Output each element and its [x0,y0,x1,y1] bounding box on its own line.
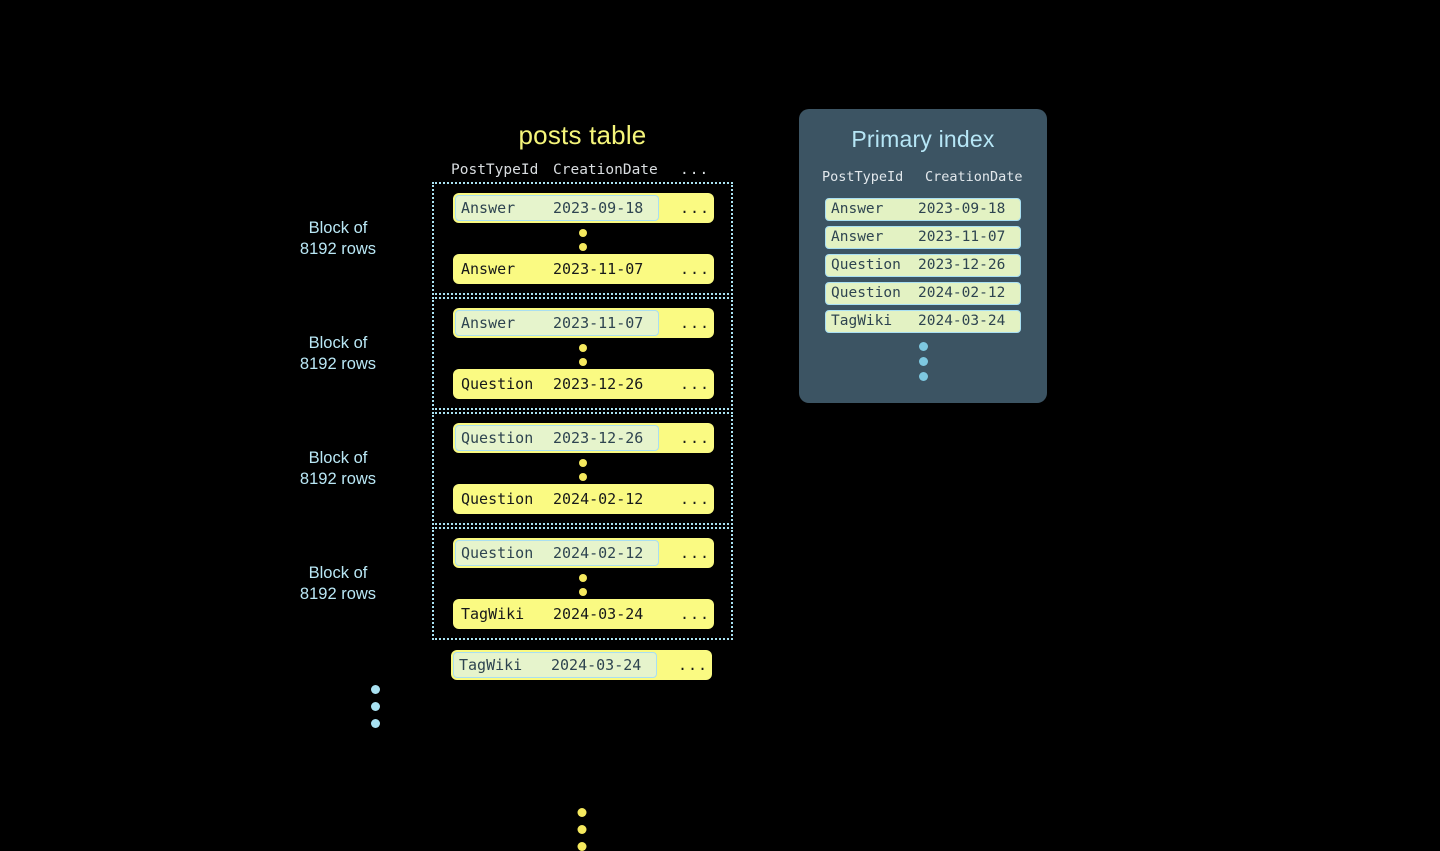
dot [578,344,587,352]
row-highlight-mark [455,540,659,566]
cell-creationdate: 2024-03-24 [918,313,1006,329]
table-row: Question 2023-12-26 ... [453,423,714,453]
cell-creationdate: 2023-09-18 [553,199,644,217]
cell-ellipsis: ... [680,605,711,623]
table-row: Answer 2023-09-18 ... [453,193,714,223]
table-block: Block of 8192 rows Question 2024-02-12 .… [300,527,733,640]
cell-posttypeid: Answer [461,260,516,278]
dot [577,825,587,834]
index-row: Question 2024-02-12 [825,282,1021,305]
column-header-posttypeid: PostTypeId [822,169,904,185]
dot [371,719,380,728]
cell-posttypeid: Question [461,375,534,393]
blocks-ellipsis-vertical [371,685,380,728]
index-row: Answer 2023-11-07 [825,226,1021,249]
cell-ellipsis: ... [680,429,711,447]
primary-index-panel: Primary index PostTypeId CreationDate An… [799,109,1047,403]
diagram-canvas: posts table PostTypeId CreationDate ... … [300,109,1047,851]
cell-posttypeid: Question [461,544,534,562]
cell-ellipsis: ... [680,490,711,508]
dot [578,588,587,596]
cell-creationdate: 2023-11-07 [918,229,1006,245]
cell-ellipsis: ... [678,656,709,674]
cell-posttypeid: TagWiki [459,656,523,674]
cell-creationdate: 2023-12-26 [553,429,644,447]
dot [578,473,587,481]
table-row: Answer 2023-11-07 ... [453,308,714,338]
table-row: Question 2023-12-26 ... [453,369,714,399]
cell-creationdate: 2024-02-12 [553,544,644,562]
cell-creationdate: 2023-12-26 [918,257,1006,273]
primary-index-title: Primary index [851,126,995,152]
block-label: Block of 8192 rows [299,563,377,603]
column-header-creationdate: CreationDate [925,169,1023,185]
table-block: Block of 8192 rows Answer 2023-09-18 ...… [300,182,733,295]
dot [578,243,587,251]
block-label: Block of 8192 rows [299,333,377,373]
cell-creationdate: 2024-02-12 [553,490,644,508]
dot [578,574,587,582]
primary-index-column-headers: PostTypeId CreationDate [799,165,1047,189]
posts-table-column-headers: PostTypeId CreationDate ... [432,158,733,182]
cell-creationdate: 2023-12-26 [553,375,644,393]
posts-table-blocks: Block of 8192 rows Answer 2023-09-18 ...… [300,182,733,640]
row-highlight-mark [455,195,659,221]
dot [578,358,587,366]
cell-posttypeid: Answer [831,229,884,245]
cell-posttypeid: Question [461,429,534,447]
table-row: Answer 2023-11-07 ... [453,254,714,284]
column-header-ellipsis: ... [680,162,710,178]
cell-creationdate: 2024-02-12 [918,285,1006,301]
dot [371,685,380,694]
cell-ellipsis: ... [680,260,711,278]
row-highlight-mark [453,652,657,678]
table-row: TagWiki 2024-03-24 ... [453,599,714,629]
row-highlight-mark [455,310,659,336]
posts-table-title: posts table [518,120,647,150]
dot [577,842,587,851]
primary-index-rows: Answer 2023-09-18 Answer 2023-11-07 Ques… [799,198,1047,333]
index-row: TagWiki 2024-03-24 [825,310,1021,333]
dot [577,808,587,817]
dot [578,229,587,237]
dot [918,342,928,351]
dot [578,459,587,467]
table-row: TagWiki 2024-03-24 ... [451,650,712,680]
posts-table: posts table PostTypeId CreationDate ... … [300,118,733,851]
block-label: Block of 8192 rows [299,448,377,488]
dot [918,357,928,366]
table-ellipsis-vertical [577,808,587,851]
column-header-posttypeid: PostTypeId [451,162,539,178]
cell-posttypeid: Answer [831,201,884,217]
cell-creationdate: 2023-09-18 [918,201,1006,217]
cell-ellipsis: ... [680,314,711,332]
column-header-creationdate: CreationDate [553,162,658,178]
cell-posttypeid: Question [831,285,901,301]
cell-ellipsis: ... [680,375,711,393]
cell-creationdate: 2023-11-07 [553,260,644,278]
cell-creationdate: 2024-03-24 [551,656,642,674]
trailing-row-wrapper: TagWiki 2024-03-24 ... [432,650,733,680]
cell-creationdate: 2024-03-24 [553,605,644,623]
cell-posttypeid: TagWiki [461,605,525,623]
table-block: Block of 8192 rows Answer 2023-11-07 ...… [300,297,733,410]
cell-posttypeid: TagWiki [831,313,893,329]
index-row: Answer 2023-09-18 [825,198,1021,221]
cell-creationdate: 2023-11-07 [553,314,644,332]
row-highlight-mark [455,425,659,451]
table-row: Question 2024-02-12 ... [453,484,714,514]
cell-posttypeid: Question [461,490,534,508]
cell-posttypeid: Answer [461,199,516,217]
table-row: Question 2024-02-12 ... [453,538,714,568]
cell-ellipsis: ... [680,544,711,562]
dot [371,702,380,711]
cell-ellipsis: ... [680,199,711,217]
dot [918,372,928,381]
block-label: Block of 8192 rows [299,218,377,258]
table-block: Block of 8192 rows Question 2023-12-26 .… [300,412,733,525]
primary-index-ellipsis-vertical [799,342,1047,381]
cell-posttypeid: Question [831,257,901,273]
index-row: Question 2023-12-26 [825,254,1021,277]
cell-posttypeid: Answer [461,314,516,332]
